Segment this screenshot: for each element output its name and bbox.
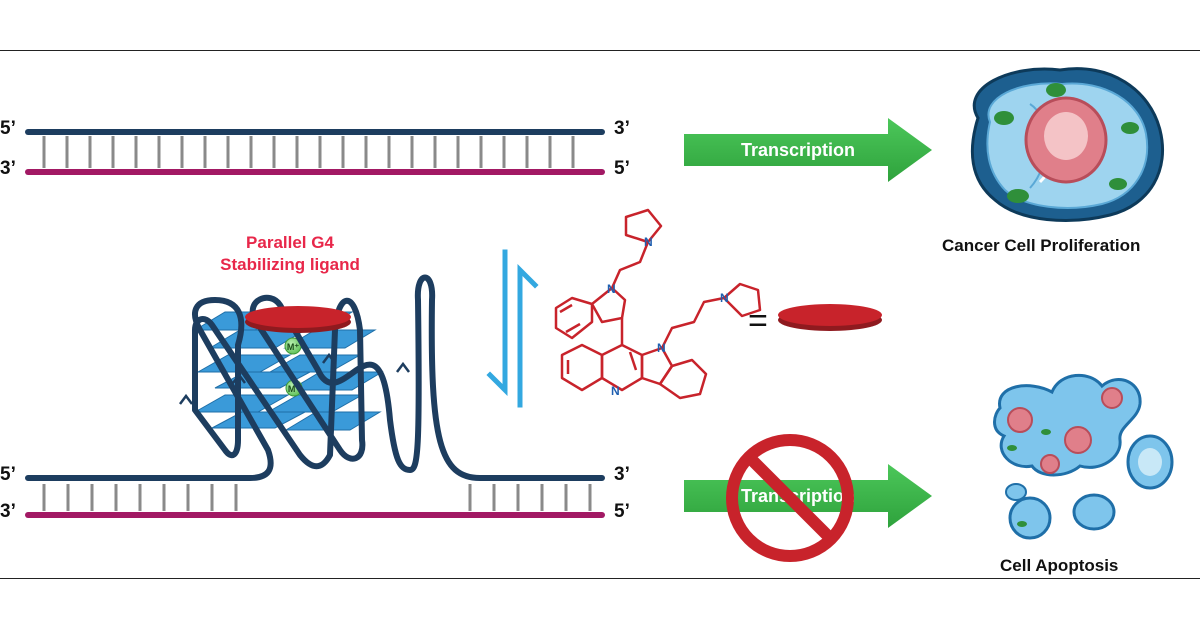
ligand-title: Parallel G4 Stabilizing ligand bbox=[200, 232, 380, 276]
g4-dna: M⁺ M⁺ bbox=[25, 274, 605, 518]
nitrogen-label: N bbox=[607, 282, 616, 296]
nitrogen-label: N bbox=[657, 341, 666, 355]
ligand-disc-bound bbox=[245, 306, 351, 333]
prohibition-icon bbox=[726, 434, 854, 562]
equals-sign: = bbox=[748, 302, 768, 340]
top-right-lower-end-label: 5’ bbox=[614, 158, 630, 179]
apoptotic-cell-icon bbox=[993, 373, 1174, 540]
ion-label-2: M⁺ bbox=[288, 384, 300, 394]
indole-five-ring bbox=[590, 286, 627, 324]
bottom-rule bbox=[0, 578, 1200, 579]
ligand-title-line-1: Parallel G4 bbox=[246, 233, 334, 252]
ligand-structure bbox=[554, 208, 762, 400]
strand-direction-arrows bbox=[179, 352, 410, 405]
top-left-upper-end-label: 5’ bbox=[0, 118, 16, 139]
top-rule bbox=[0, 50, 1200, 51]
equilibrium-reverse-arrow bbox=[517, 263, 539, 408]
propyl-chain-1 bbox=[610, 241, 650, 289]
cancer-cell-icon bbox=[970, 67, 1165, 222]
top-right-upper-end-label: 3’ bbox=[614, 118, 630, 139]
bottom-left-lower-end-label: 3’ bbox=[0, 501, 16, 522]
outcome-proliferation-caption: Cancer Cell Proliferation bbox=[942, 236, 1141, 255]
core-indole-benzene bbox=[658, 358, 708, 400]
indole-benzene-ring bbox=[554, 296, 594, 340]
g4-backbone bbox=[25, 274, 605, 481]
transcription-arrow-bottom: Transcription bbox=[684, 464, 932, 528]
equilibrium-arrows bbox=[486, 249, 539, 408]
transcription-arrow-top: Transcription bbox=[684, 118, 932, 182]
ligand-nitrogens: N N N N N bbox=[607, 235, 729, 398]
ligand-disc-legend bbox=[778, 304, 882, 331]
bottom-right-upper-end-label: 3’ bbox=[614, 464, 630, 485]
bottom-left-upper-end-label: 5’ bbox=[0, 464, 16, 485]
bottom-base-pairs bbox=[42, 484, 592, 511]
equilibrium-forward-arrow bbox=[486, 249, 508, 397]
pyrrolidine-ring-1 bbox=[624, 208, 663, 244]
top-base-pairs bbox=[42, 136, 575, 168]
nitrogen-label: N bbox=[644, 235, 653, 249]
ligand-title-line-2: Stabilizing ligand bbox=[220, 255, 360, 274]
propyl-chain-2 bbox=[660, 296, 725, 349]
pyrrolidine-ring-2 bbox=[722, 282, 762, 318]
top-duplex-dna bbox=[25, 129, 605, 175]
ion-label-1: M⁺ bbox=[287, 342, 299, 352]
transcription-label-top: Transcription bbox=[741, 140, 855, 160]
outcome-apoptosis-caption: Cell Apoptosis bbox=[1000, 556, 1119, 575]
core-quinoline-benzene bbox=[560, 343, 604, 392]
bottom-right-lower-end-label: 5’ bbox=[614, 501, 630, 522]
transcription-label-bottom: Transcription bbox=[741, 486, 855, 506]
nitrogen-label: N bbox=[720, 291, 729, 305]
top-left-lower-end-label: 3’ bbox=[0, 158, 16, 179]
nitrogen-label: N bbox=[611, 384, 620, 398]
